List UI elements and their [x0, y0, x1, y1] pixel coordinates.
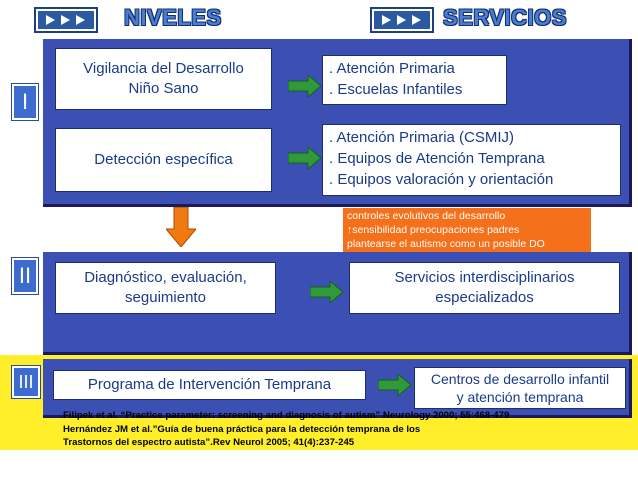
green-right-arrow-icon	[288, 75, 322, 97]
service-item: . Atención Primaria (CSMIJ)	[329, 129, 515, 146]
note-line2: sensibilidad preocupaciones padres	[352, 224, 520, 236]
servicios-line1: Servicios interdisciplinarios	[394, 269, 575, 286]
service-item: . Equipos valoración y orientación	[329, 171, 554, 188]
note-line3: plantearse el autismo como un posible DO	[347, 238, 545, 250]
play-arrows-icon	[46, 15, 85, 25]
vigilancia-line2: Niño Sano	[128, 80, 199, 97]
service-item: . Escuelas Infantiles	[329, 81, 463, 98]
services-list-1: . Atención Primaria . Escuelas Infantile…	[322, 55, 507, 105]
centros-box: Centros de desarrollo infantil y atenció…	[414, 367, 626, 409]
levels-title: NIVELES	[124, 5, 222, 30]
servicios-box: Servicios interdisciplinarios especializ…	[349, 262, 620, 314]
green-right-arrow-icon	[310, 281, 344, 303]
reference-item: Filipek et al. “Practice parameter: scre…	[63, 410, 510, 421]
services-title: SERVICIOS	[443, 5, 567, 30]
note-line1: controles evolutivos del desarrollo	[347, 210, 506, 222]
vigilancia-line1: Vigilancia del Desarrollo	[83, 60, 244, 77]
centros-line1: Centros de desarrollo infantil	[430, 371, 610, 387]
level-1-badge: I	[11, 83, 39, 121]
green-right-arrow-icon	[378, 374, 412, 396]
services-header-button	[370, 7, 434, 33]
up-arrow-icon: ↑	[347, 224, 353, 236]
deteccion-box: Detección específica	[55, 128, 272, 192]
services-list-2: . Atención Primaria (CSMIJ) . Equipos de…	[322, 124, 621, 196]
vigilancia-box: Vigilancia del Desarrollo Niño Sano	[55, 48, 272, 110]
servicios-line2: especializados	[435, 289, 534, 306]
reference-item: Hernández JM et al.”Guía de buena prácti…	[63, 423, 421, 435]
diagnostico-line1: Diagnóstico, evaluación,	[84, 269, 247, 286]
service-item: . Equipos de Atención Temprana	[329, 150, 545, 167]
green-right-arrow-icon	[288, 147, 322, 169]
diagnostico-line2: seguimiento	[125, 289, 206, 306]
centros-line2: y atención temprana	[456, 389, 584, 405]
orange-down-arrow-icon	[166, 207, 196, 247]
diagnostico-box: Diagnóstico, evaluación, seguimiento	[55, 262, 276, 314]
reference-item: Trastornos del espectro autista”.Rev Neu…	[63, 437, 355, 448]
service-item: . Atención Primaria	[329, 60, 455, 77]
play-arrows-icon	[382, 15, 421, 25]
detection-note: controles evolutivos del desarrollo ↑sen…	[343, 208, 591, 254]
level-2-badge: II	[11, 257, 39, 295]
levels-header-button	[34, 7, 98, 33]
references: Filipek et al. “Practice parameter: scre…	[63, 409, 633, 450]
level-3-badge: III	[11, 365, 41, 399]
programa-box: Programa de Intervención Temprana	[53, 370, 366, 400]
